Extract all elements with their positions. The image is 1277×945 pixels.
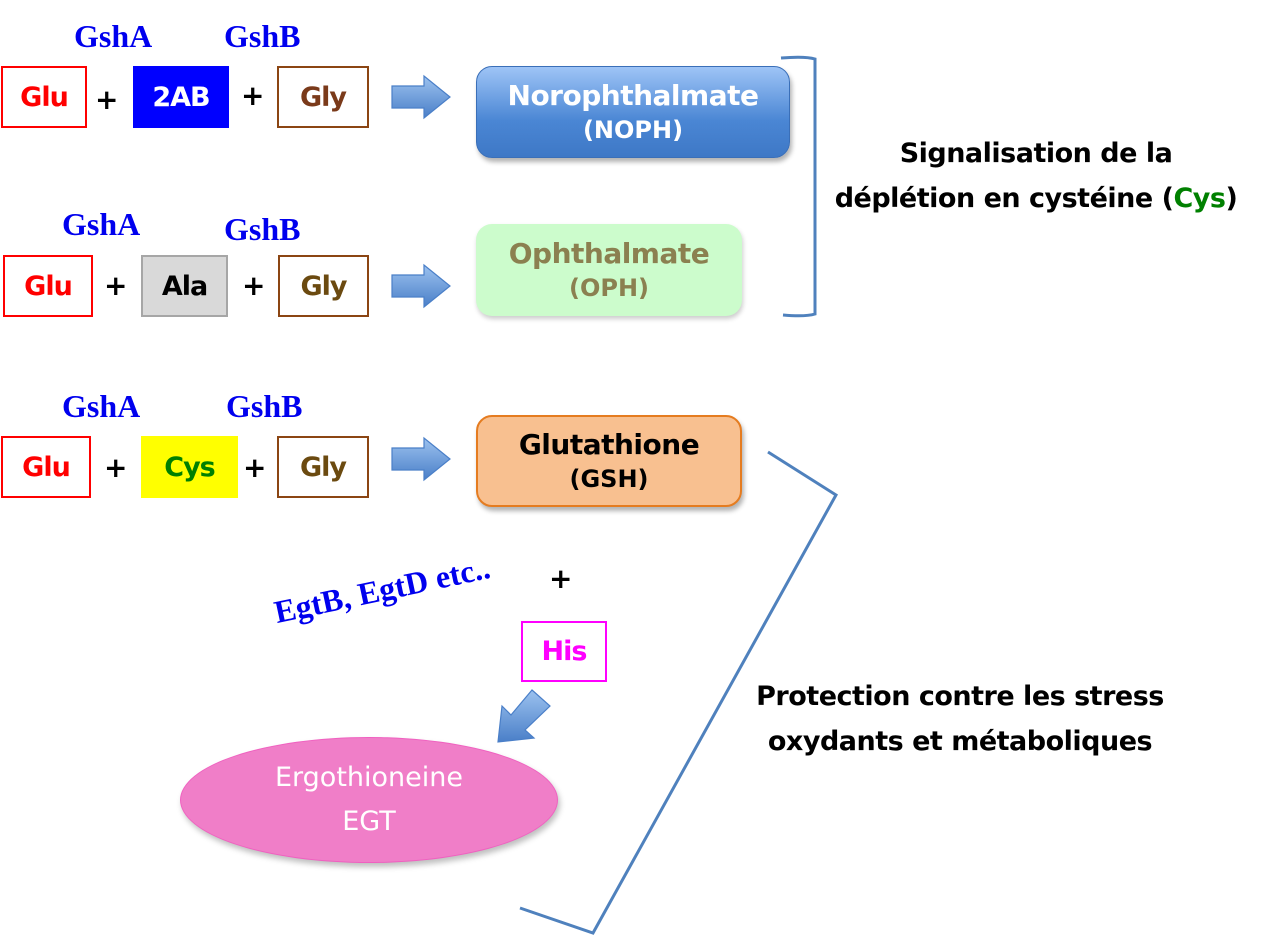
enzyme-gshb-label: GshB bbox=[226, 388, 303, 424]
enzyme-gsha-label: GshA bbox=[62, 388, 141, 424]
reactant-glu: Glu bbox=[3, 255, 93, 317]
reactant-cys: Cys bbox=[141, 436, 238, 498]
product-glutathione: Glutathione (GSH) bbox=[476, 415, 742, 507]
reactant-2ab: 2AB bbox=[133, 66, 229, 128]
reaction-arrow-icon bbox=[391, 263, 451, 309]
reactant-label: Glu bbox=[22, 451, 71, 483]
product-abbr: (OPH) bbox=[568, 274, 649, 302]
caption-text: ) bbox=[1225, 183, 1238, 214]
product-name: Norophthalmate bbox=[507, 79, 759, 112]
reactant-his: His bbox=[521, 621, 607, 682]
reactant-glu: Glu bbox=[1, 436, 91, 498]
product-norophthalmate: Norophthalmate (NOPH) bbox=[476, 66, 790, 158]
reactant-label: Ala bbox=[161, 270, 208, 302]
product-name: Glutathione bbox=[518, 428, 700, 461]
plus-sign: + bbox=[549, 562, 573, 595]
enzyme-gsha-label: GshA bbox=[62, 206, 141, 242]
enzyme-gshb-label: GshB bbox=[224, 211, 301, 247]
enzyme-gsha-label: GshA bbox=[74, 18, 153, 54]
caption-line: Signalisation de la bbox=[899, 138, 1173, 169]
reactant-label: Gly bbox=[300, 270, 347, 302]
diagonal-arrow-icon bbox=[497, 689, 551, 743]
bracket-protection bbox=[519, 450, 838, 935]
plus-sign: + bbox=[104, 451, 128, 484]
reactant-label: Cys bbox=[164, 451, 215, 483]
plus-sign: + bbox=[95, 83, 119, 116]
enzyme-egt-label: EgtB, EgtD etc.. bbox=[270, 549, 494, 630]
product-ophthalmate: Ophthalmate (OPH) bbox=[476, 224, 742, 316]
plus-sign: + bbox=[241, 79, 265, 112]
cys-highlight: Cys bbox=[1173, 183, 1226, 214]
reactant-label: Gly bbox=[299, 81, 347, 113]
reaction-arrow-icon bbox=[391, 74, 451, 120]
product-ergothioneine: Ergothioneine EGT bbox=[180, 737, 558, 863]
caption-line: oxydants et métaboliques bbox=[767, 726, 1153, 757]
product-abbr: (NOPH) bbox=[582, 116, 684, 144]
reactant-gly: Gly bbox=[277, 66, 369, 128]
plus-sign: + bbox=[243, 451, 267, 484]
reactant-label: 2AB bbox=[152, 81, 210, 113]
bracket-signalisation bbox=[780, 55, 817, 318]
reactant-label: His bbox=[541, 636, 588, 667]
caption-line: Protection contre les stress bbox=[756, 681, 1164, 712]
reactant-gly: Gly bbox=[277, 436, 369, 498]
product-abbr: (GSH) bbox=[569, 465, 649, 493]
product-name: Ophthalmate bbox=[508, 237, 710, 270]
caption-signalisation: Signalisation de la déplétion en cystéin… bbox=[826, 131, 1246, 221]
plus-sign: + bbox=[242, 269, 266, 302]
caption-text: déplétion en cystéine ( bbox=[834, 183, 1174, 214]
caption-line: déplétion en cystéine (Cys) bbox=[826, 176, 1246, 221]
reactant-label: Gly bbox=[299, 451, 347, 483]
reactant-label: Glu bbox=[24, 270, 73, 302]
reactant-label: Glu bbox=[20, 81, 69, 113]
product-abbr: EGT bbox=[342, 806, 396, 837]
reactant-ala: Ala bbox=[141, 255, 228, 317]
reactant-gly: Gly bbox=[278, 255, 369, 317]
product-name: Ergothioneine bbox=[274, 762, 463, 793]
reactant-glu: Glu bbox=[1, 66, 87, 128]
reaction-arrow-icon bbox=[391, 436, 451, 482]
caption-protection: Protection contre les stress oxydants et… bbox=[740, 674, 1180, 764]
plus-sign: + bbox=[104, 269, 128, 302]
enzyme-gshb-label: GshB bbox=[224, 18, 301, 54]
